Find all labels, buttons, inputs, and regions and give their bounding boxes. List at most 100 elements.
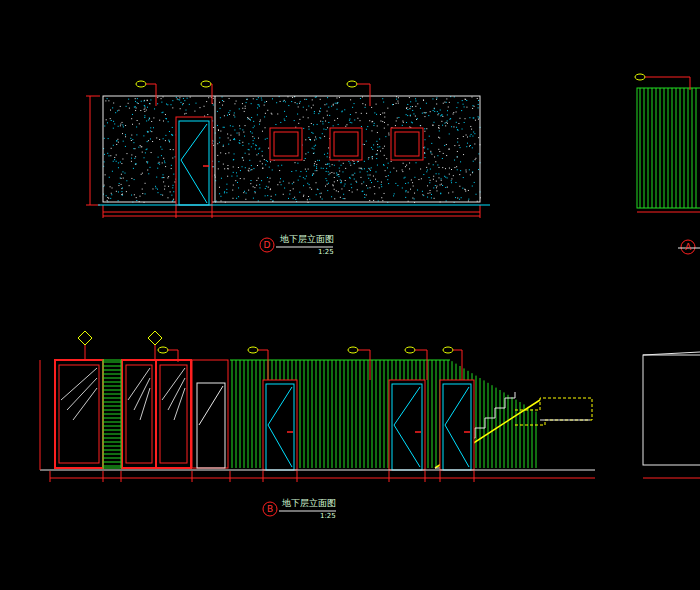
cladding-line	[236, 360, 237, 468]
leader-line	[168, 350, 178, 351]
stipple-dot	[403, 163, 404, 164]
stipple-dot	[441, 178, 442, 179]
door-leaf	[443, 384, 471, 470]
stipple-dot	[439, 151, 440, 152]
door-swing	[268, 425, 292, 467]
stipple-dot	[237, 176, 238, 177]
stipple-dot	[275, 194, 276, 195]
stipple-dot	[234, 138, 235, 139]
cladding-line	[256, 360, 257, 468]
stipple-dot	[234, 153, 235, 154]
stipple-dot	[136, 126, 137, 127]
stipple-dot	[108, 138, 109, 139]
stipple-dot	[277, 184, 278, 185]
cladding-line	[688, 88, 689, 208]
stipple-dot	[224, 115, 225, 116]
stipple-dot	[256, 180, 257, 181]
stipple-dot	[338, 174, 339, 175]
hatch-line	[103, 378, 121, 379]
stipple-dot	[346, 124, 347, 125]
stipple-dot	[177, 98, 178, 99]
stipple-dot	[239, 143, 240, 144]
stipple-dot	[273, 200, 274, 201]
stipple-dot	[121, 163, 122, 164]
stipple-dot	[184, 100, 185, 101]
stipple-dot	[171, 134, 172, 135]
stipple-dot	[331, 106, 332, 107]
leader-line	[85, 345, 86, 360]
stipple-dot	[226, 189, 227, 190]
stipple-dot	[147, 162, 148, 163]
stipple-dot	[373, 125, 374, 126]
stipple-dot	[376, 114, 377, 115]
stipple-dot	[238, 167, 239, 168]
stipple-dot	[224, 127, 225, 128]
stipple-dot	[258, 138, 259, 139]
stipple-dot	[457, 142, 458, 143]
stipple-dot	[349, 177, 350, 178]
stipple-dot	[442, 125, 443, 126]
stipple-dot	[371, 147, 372, 148]
stipple-dot	[118, 191, 119, 192]
stipple-dot	[415, 98, 416, 99]
stipple-dot	[167, 104, 168, 105]
stipple-dot	[311, 132, 312, 133]
stipple-dot	[447, 114, 448, 115]
stipple-dot	[424, 157, 425, 158]
dimension-line	[90, 96, 91, 205]
stipple-dot	[475, 159, 476, 160]
stipple-dot	[257, 107, 258, 108]
stipple-dot	[381, 197, 382, 198]
cladding-line	[232, 360, 233, 468]
stipple-dot	[133, 168, 134, 169]
stipple-dot	[361, 126, 362, 127]
stipple-dot	[277, 113, 278, 114]
stipple-dot	[163, 158, 164, 159]
stipple-dot	[473, 118, 474, 119]
stipple-dot	[152, 188, 153, 189]
hatch-line	[103, 394, 121, 395]
stipple-dot	[325, 178, 326, 179]
stipple-dot	[431, 194, 432, 195]
stipple-dot	[340, 182, 341, 183]
stipple-dot	[429, 177, 430, 178]
stipple-dot	[121, 188, 122, 189]
stipple-dot	[354, 173, 355, 174]
stipple-dot	[253, 143, 254, 144]
stipple-dot	[265, 113, 266, 114]
stipple-dot	[433, 122, 434, 123]
stipple-dot	[236, 101, 237, 102]
hatch-line	[103, 390, 121, 391]
stipple-dot	[166, 118, 167, 119]
stipple-dot	[404, 178, 405, 179]
stipple-dot	[308, 117, 309, 118]
cladding-line	[260, 360, 261, 468]
stipple-dot	[256, 145, 257, 146]
wall-top	[230, 360, 450, 361]
cladding-line	[344, 360, 345, 468]
stipple-dot	[327, 153, 328, 154]
stipple-dot	[172, 135, 173, 136]
stipple-dot	[339, 160, 340, 161]
stipple-dot	[116, 191, 117, 192]
stipple-dot	[144, 157, 145, 158]
stipple-dot	[478, 100, 479, 101]
stipple-dot	[110, 186, 111, 187]
stipple-dot	[409, 97, 410, 98]
dimension-tick	[263, 471, 264, 482]
glass-door-frame	[55, 360, 103, 468]
stipple-dot	[129, 185, 130, 186]
stipple-dot	[424, 112, 425, 113]
stipple-dot	[122, 124, 123, 125]
cladding-line	[680, 88, 681, 208]
stipple-dot	[411, 122, 412, 123]
stipple-dot	[457, 169, 458, 170]
stipple-dot	[108, 100, 109, 101]
stipple-dot	[304, 99, 305, 100]
stipple-dot	[239, 108, 240, 109]
stipple-dot	[267, 161, 268, 162]
stipple-dot	[431, 197, 432, 198]
stipple-dot	[123, 141, 124, 142]
hatch-line	[103, 398, 121, 399]
stipple-dot	[219, 142, 220, 143]
